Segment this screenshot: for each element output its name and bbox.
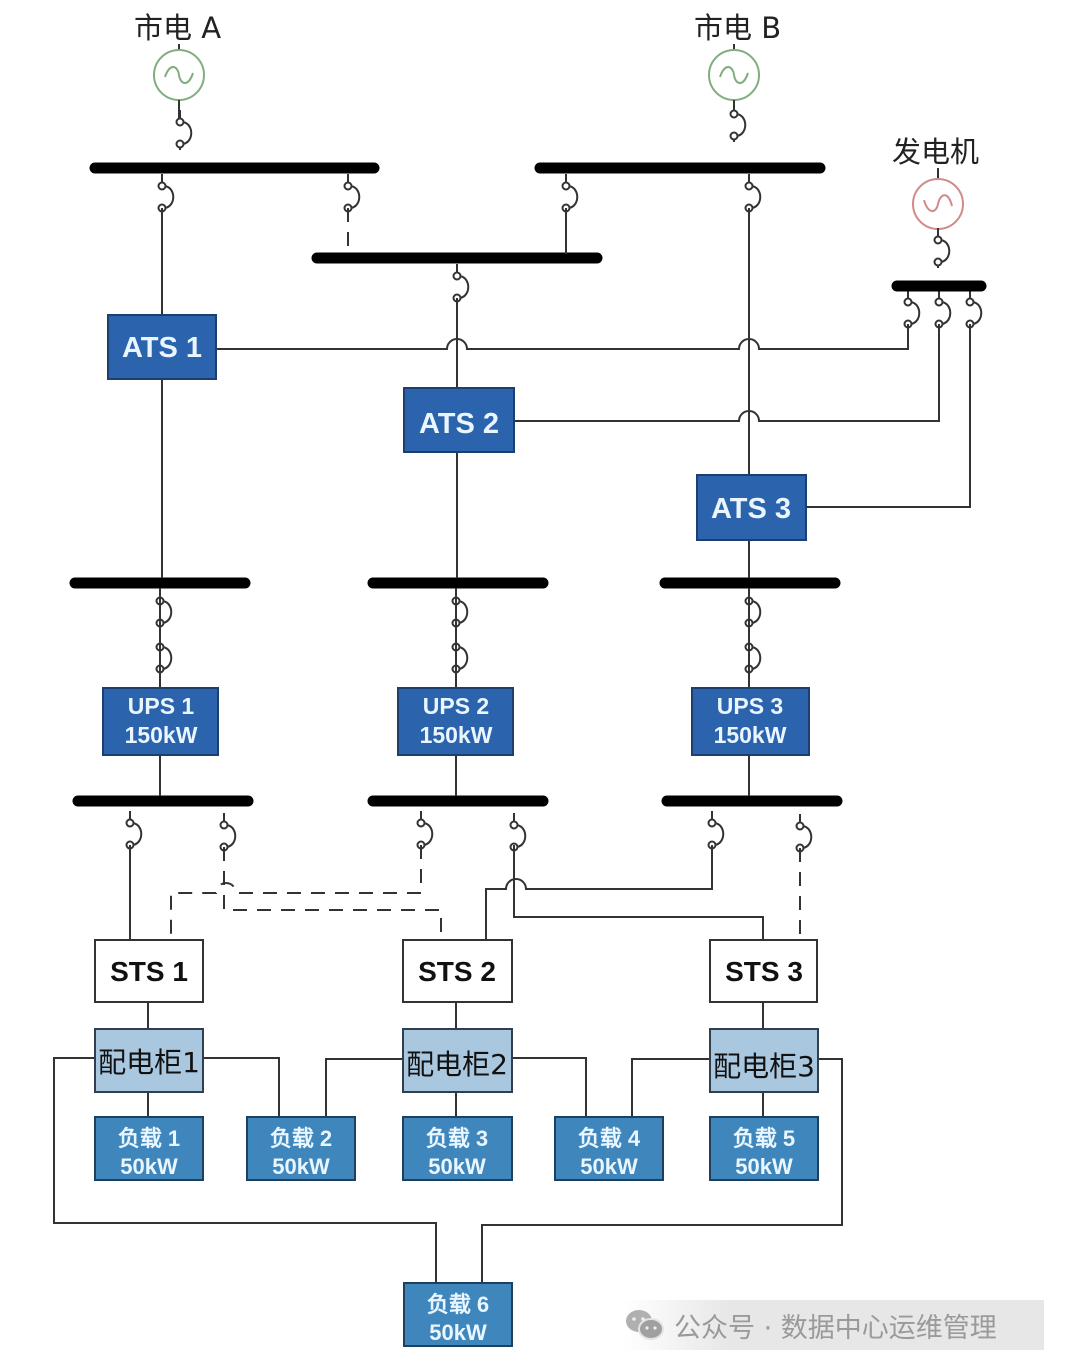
circuit-breaker-icon (416, 811, 434, 851)
load-6[interactable]: 负载 6 50kW (403, 1282, 513, 1347)
ats-1[interactable]: ATS 1 (107, 314, 217, 380)
circuit-breaker-icon (795, 814, 813, 854)
sts-1[interactable]: STS 1 (94, 939, 204, 1003)
load-3-label: 负载 3 (426, 1126, 488, 1151)
utility-a-source: 市电 A (134, 11, 221, 122)
wechat-icon (624, 1308, 666, 1342)
ups-3-capacity: 150kW (714, 722, 787, 748)
panel-2-label: 配电柜2 (406, 1048, 508, 1081)
load-5-power: 50kW (735, 1154, 793, 1179)
load-5-label: 负载 5 (733, 1126, 795, 1151)
circuit-breaker-icon (343, 174, 361, 214)
circuit-breaker-icon (509, 813, 527, 853)
circuit-breaker-icon (175, 110, 193, 150)
circuit-breaker-icon (219, 813, 237, 853)
circuit-breaker-icon (451, 589, 469, 629)
circuit-breaker-icon (155, 635, 173, 675)
circuit-breaker-icon (744, 589, 762, 629)
sts-3[interactable]: STS 3 (709, 939, 818, 1003)
utility-b-label: 市电 B (694, 11, 781, 45)
circuit-breaker-icon (155, 589, 173, 629)
distribution-panel-2[interactable]: 配电柜2 (402, 1028, 513, 1093)
circuit-breaker-icon (903, 290, 921, 330)
load-1[interactable]: 负载 1 50kW (94, 1116, 204, 1181)
load-1-power: 50kW (120, 1154, 178, 1179)
load-2[interactable]: 负载 2 50kW (246, 1116, 356, 1181)
watermark: 公众号 · 数据中心运维管理 (624, 1300, 1044, 1350)
breakers (125, 102, 983, 854)
load-3-power: 50kW (428, 1154, 486, 1179)
circuit-breaker-icon (561, 174, 579, 214)
circuit-breaker-icon (157, 174, 175, 214)
circuit-breaker-icon (744, 174, 762, 214)
wires (53, 208, 971, 1283)
circuit-breaker-icon (933, 228, 951, 268)
ups-2-capacity: 150kW (420, 722, 493, 748)
watermark-text: 公众号 · 数据中心运维管理 (674, 1312, 997, 1344)
load-4-label: 负载 4 (578, 1126, 641, 1151)
distribution-panel-3[interactable]: 配电柜3 (709, 1028, 819, 1093)
generator-source: 发电机 (892, 135, 979, 240)
sts-3-label: STS 3 (725, 956, 803, 987)
circuit-breaker-icon (125, 811, 143, 851)
sts-2[interactable]: STS 2 (402, 939, 513, 1003)
utility-b-source: 市电 B (694, 11, 781, 114)
sts-1-label: STS 1 (110, 956, 188, 987)
ats-3[interactable]: ATS 3 (696, 474, 807, 541)
ats-3-label: ATS 3 (711, 493, 791, 525)
load-2-power: 50kW (272, 1154, 330, 1179)
load-6-label: 负载 6 (427, 1292, 489, 1317)
circuit-breaker-icon (452, 264, 470, 304)
ups-2-label: UPS 2 (423, 693, 489, 719)
ats-2[interactable]: ATS 2 (403, 387, 515, 453)
load-4-power: 50kW (580, 1154, 638, 1179)
load-3[interactable]: 负载 3 50kW (402, 1116, 513, 1181)
circuit-breaker-icon (707, 811, 725, 851)
buses (69, 162, 987, 807)
generator-label: 发电机 (892, 135, 979, 169)
circuit-breaker-icon (451, 635, 469, 675)
circuit-breaker-icon (744, 635, 762, 675)
ups-1-label: UPS 1 (128, 693, 195, 719)
ups-1[interactable]: UPS 1 150kW (102, 687, 219, 756)
distribution-panel-1[interactable]: 配电柜1 (94, 1028, 204, 1093)
panel-3-label: 配电柜3 (713, 1050, 815, 1083)
circuit-breaker-icon (934, 290, 952, 330)
load-6-power: 50kW (429, 1320, 487, 1345)
circuit-breaker-icon (729, 102, 747, 142)
circuit-breaker-icon (965, 290, 983, 330)
ats-2-label: ATS 2 (419, 408, 499, 440)
load-1-label: 负载 1 (118, 1126, 180, 1151)
ats-1-label: ATS 1 (122, 332, 202, 364)
load-5[interactable]: 负载 5 50kW (709, 1116, 819, 1181)
ups-1-capacity: 150kW (125, 722, 198, 748)
sts-2-label: STS 2 (418, 956, 496, 987)
ups-3[interactable]: UPS 3 150kW (691, 687, 810, 756)
panel-1-label: 配电柜1 (98, 1046, 200, 1079)
ups-2[interactable]: UPS 2 150kW (397, 687, 514, 756)
utility-a-label: 市电 A (134, 11, 221, 45)
load-4[interactable]: 负载 4 50kW (554, 1116, 664, 1181)
load-2-label: 负载 2 (270, 1126, 332, 1151)
ups-3-label: UPS 3 (717, 693, 783, 719)
